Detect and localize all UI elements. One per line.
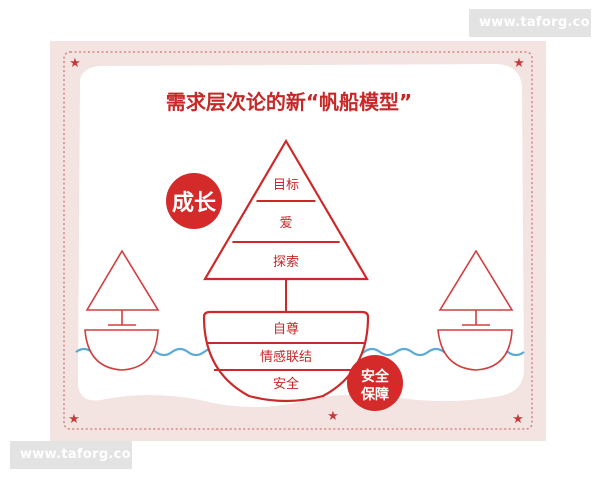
hull-level-safety: 安全 <box>273 376 299 392</box>
hull-level-esteem: 自尊 <box>273 321 299 337</box>
pyramid-level-love: 爱 <box>279 216 292 231</box>
diagram-title: 需求层次论的新“帆船模型” <box>166 90 412 114</box>
main-hull: 自尊 情感联结 安全 <box>202 310 370 403</box>
security-label-line2: 保障 <box>360 386 389 403</box>
left-hull <box>84 329 159 371</box>
star-icon: ★ <box>68 412 80 427</box>
security-circle <box>347 355 403 411</box>
security-badge: 安全 保障 <box>347 355 403 411</box>
pyramid-level-goal: 目标 <box>273 178 299 193</box>
right-sailboat <box>437 249 514 371</box>
star-icon: ★ <box>69 56 81 71</box>
pyramid-level-explore: 探索 <box>273 255 299 270</box>
watermark-bottom: www.taforg.com <box>10 441 144 469</box>
security-label-line1: 安全 <box>361 368 390 385</box>
dotted-border <box>63 51 533 430</box>
star-icon: ★ <box>327 409 339 424</box>
watermark-top: www.taforg.com <box>469 9 600 37</box>
growth-badge: 成长 <box>166 173 222 229</box>
right-hull <box>437 329 513 371</box>
star-icon: ★ <box>512 412 524 427</box>
left-sailboat <box>84 249 160 371</box>
hull-level-connection: 情感联结 <box>260 349 312 365</box>
growth-circle <box>166 173 222 229</box>
star-icon: ★ <box>513 56 525 71</box>
growth-label: 成长 <box>172 191 217 216</box>
sail-pyramid: 目标 爱 探索 <box>203 138 369 281</box>
